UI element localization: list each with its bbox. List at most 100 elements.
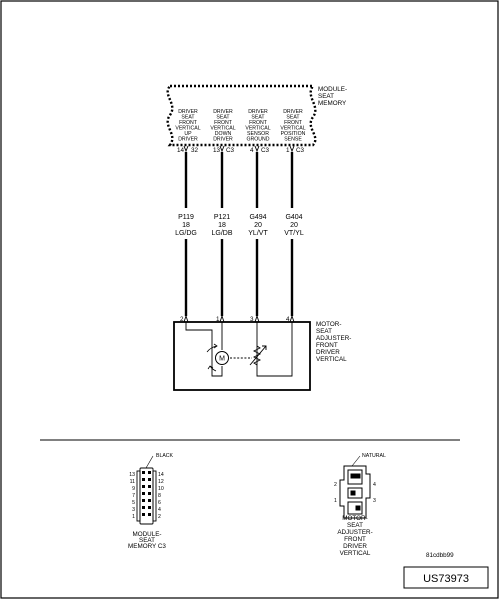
motor-connector-color-leader xyxy=(351,455,361,467)
module-pin-arrows xyxy=(183,145,295,153)
document-id-box xyxy=(403,566,489,589)
svg-text:2: 2 xyxy=(334,482,337,488)
svg-text:GROUND: GROUND xyxy=(246,137,269,143)
svg-text:9: 9 xyxy=(132,486,135,492)
motor-label-5: DRIVER xyxy=(316,349,340,356)
svg-text:SEAT: SEAT xyxy=(286,115,300,121)
svg-text:SEAT: SEAT xyxy=(251,115,265,121)
motor-label-4: FRONT xyxy=(316,342,338,349)
svg-text:5: 5 xyxy=(132,500,135,506)
module-c3-left-pin-labels: 13 11 9 7 5 3 1 xyxy=(129,472,135,520)
module-c3-color-leader xyxy=(145,455,154,469)
svg-text:32: 32 xyxy=(191,147,199,154)
svg-text:18: 18 xyxy=(218,222,226,229)
svg-text:DRIVER: DRIVER xyxy=(213,109,233,115)
svg-text:11: 11 xyxy=(130,479,135,485)
svg-text:FRONT: FRONT xyxy=(249,120,268,126)
svg-text:DRIVER: DRIVER xyxy=(248,109,268,115)
motor-label-1: MOTOR- xyxy=(316,321,341,328)
svg-text:12: 12 xyxy=(158,479,164,485)
svg-text:UP: UP xyxy=(184,131,192,137)
module-c3-cavities xyxy=(142,471,151,516)
svg-text:SEAT: SEAT xyxy=(181,115,195,121)
motor-label-3: ADJUSTER- xyxy=(316,335,351,342)
svg-text:18: 18 xyxy=(182,222,190,229)
svg-text:FRONT: FRONT xyxy=(344,536,366,543)
svg-text:1: 1 xyxy=(132,514,135,520)
svg-text:13: 13 xyxy=(213,147,221,154)
svg-text:1: 1 xyxy=(216,316,220,323)
svg-text:7: 7 xyxy=(132,493,135,499)
svg-text:4: 4 xyxy=(286,316,290,323)
svg-text:POSITION: POSITION xyxy=(281,131,306,137)
svg-text:VERTICAL: VERTICAL xyxy=(210,126,235,132)
svg-text:DRIVER: DRIVER xyxy=(283,109,303,115)
document-id: US73973 xyxy=(423,573,469,585)
rotation-arrows-icon xyxy=(206,343,218,372)
svg-text:DOWN: DOWN xyxy=(215,131,232,137)
module-c3-color-label: BLACK xyxy=(156,453,174,459)
motor-internal-wiring xyxy=(185,322,293,377)
svg-text:P121: P121 xyxy=(214,214,230,221)
svg-text:14: 14 xyxy=(158,472,164,478)
svg-text:C3: C3 xyxy=(261,147,270,154)
svg-text:SEAT: SEAT xyxy=(347,522,363,529)
svg-text:G494: G494 xyxy=(249,214,266,221)
svg-text:LG/DG: LG/DG xyxy=(175,230,197,237)
motor-connector-body xyxy=(339,465,371,519)
svg-text:ADJUSTER-: ADJUSTER- xyxy=(337,529,372,536)
svg-text:C3: C3 xyxy=(296,147,305,154)
svg-text:MOTOR-: MOTOR- xyxy=(342,515,367,522)
svg-text:DRIVER: DRIVER xyxy=(178,109,198,115)
circuit-descriptions: DRIVER SEAT FRONT VERTICAL UP DRIVER DRI… xyxy=(175,109,305,143)
motor-label-6: VERTICAL xyxy=(316,356,347,363)
svg-text:VERTICAL: VERTICAL xyxy=(280,126,305,132)
svg-text:2: 2 xyxy=(180,316,184,323)
svg-text:4: 4 xyxy=(158,507,161,513)
svg-text:FRONT: FRONT xyxy=(214,120,233,126)
svg-text:14: 14 xyxy=(177,147,185,154)
module-pin-labels: 14 32 13 C3 4 C3 1 C3 xyxy=(177,147,305,154)
svg-text:VERTICAL: VERTICAL xyxy=(175,126,200,132)
svg-text:C3: C3 xyxy=(226,147,235,154)
motor-connector-color-label: NATURAL xyxy=(362,453,386,459)
svg-text:DRIVER: DRIVER xyxy=(213,137,233,143)
svg-text:MODULE-: MODULE- xyxy=(132,531,161,538)
svg-text:SEAT: SEAT xyxy=(139,537,155,544)
svg-text:P119: P119 xyxy=(178,214,194,221)
svg-text:SENSOR: SENSOR xyxy=(247,131,269,137)
svg-text:MEMORY C3: MEMORY C3 xyxy=(128,543,166,550)
module-outline xyxy=(166,84,317,147)
svg-text:3: 3 xyxy=(250,316,254,323)
motor-connector-pin-labels: 2 4 1 3 xyxy=(334,482,376,504)
svg-text:LG/DB: LG/DB xyxy=(211,230,232,237)
module-c3-name: MODULE- SEAT MEMORY C3 xyxy=(128,531,166,550)
motor-symbol-label: M xyxy=(219,356,225,363)
svg-text:4: 4 xyxy=(250,147,254,154)
motor-pin-labels: 2 1 3 4 xyxy=(180,316,290,323)
svg-text:3: 3 xyxy=(132,507,135,513)
svg-text:10: 10 xyxy=(158,486,164,492)
svg-text:2: 2 xyxy=(158,514,161,520)
module-label-3: MEMORY xyxy=(318,100,347,107)
motor-symbol-icon xyxy=(215,351,229,365)
svg-text:SENSE: SENSE xyxy=(284,137,302,143)
wire-labels: P119 18 LG/DG P121 18 LG/DB G494 20 YL/V… xyxy=(175,214,304,237)
potentiometer-icon xyxy=(249,345,267,366)
motor-outline xyxy=(173,321,311,391)
svg-text:4: 4 xyxy=(373,482,376,488)
svg-text:3: 3 xyxy=(373,498,376,504)
figure-code: 81cdbb99 xyxy=(426,552,454,559)
svg-text:FRONT: FRONT xyxy=(179,120,198,126)
svg-text:8: 8 xyxy=(158,493,161,499)
svg-text:DRIVER: DRIVER xyxy=(178,137,198,143)
motor-pin-arrows xyxy=(183,314,295,323)
svg-text:20: 20 xyxy=(290,222,298,229)
svg-text:DRIVER: DRIVER xyxy=(343,543,367,550)
svg-text:SEAT: SEAT xyxy=(216,115,230,121)
svg-text:VERTICAL: VERTICAL xyxy=(245,126,270,132)
motor-connector-name: MOTOR- SEAT ADJUSTER- FRONT DRIVER VERTI… xyxy=(337,515,372,557)
module-c3-right-pin-labels: 14 12 10 8 6 4 2 xyxy=(158,472,164,520)
